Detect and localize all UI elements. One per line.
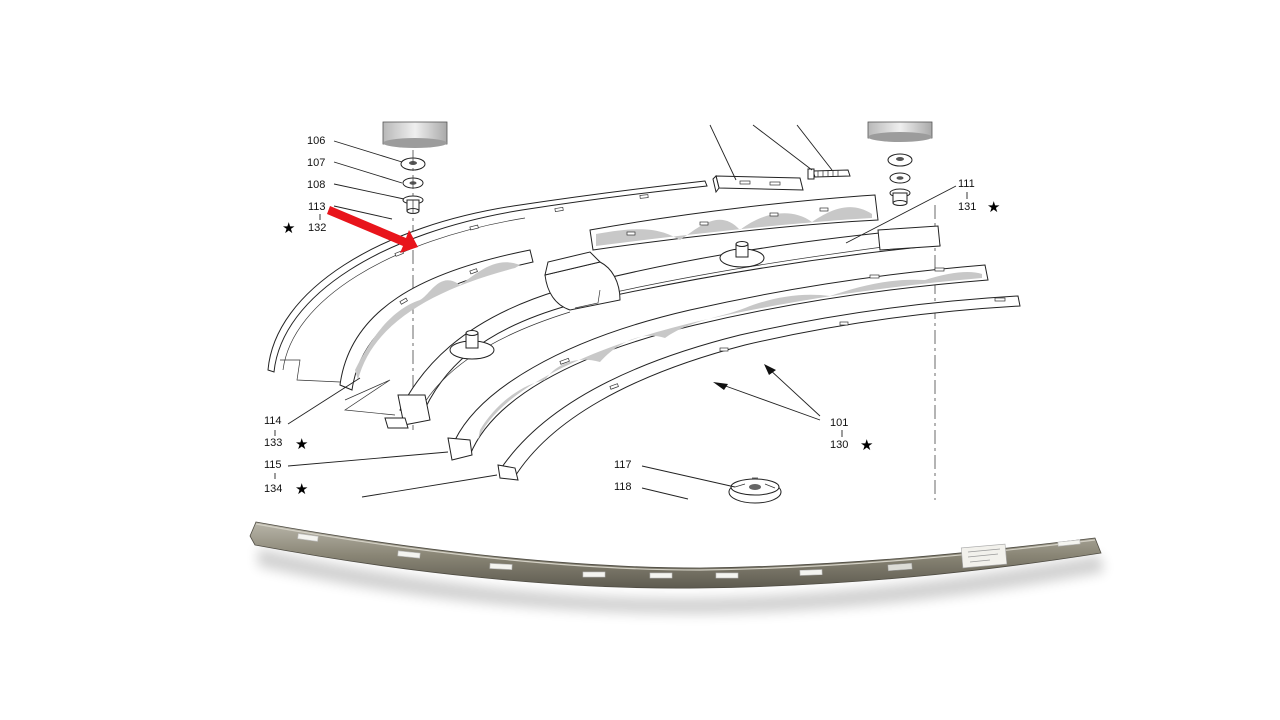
callout-labels: 106 107 108 113 132 ★ 111 131 ★ 114 133 … bbox=[264, 135, 1000, 498]
callout-132: 132 bbox=[308, 222, 326, 234]
callout-118: 118 bbox=[614, 481, 632, 493]
left-reinforcement bbox=[339, 249, 534, 391]
callout-114: 114 bbox=[264, 415, 282, 427]
knob-117 bbox=[728, 477, 782, 504]
center-housing bbox=[544, 251, 621, 311]
callout-133: 133 bbox=[264, 437, 282, 449]
boss-right bbox=[719, 241, 765, 268]
upper-reinforcement-111 bbox=[589, 194, 879, 251]
callout-101: 101 bbox=[830, 417, 848, 429]
star-130: ★ bbox=[860, 436, 873, 454]
callout-108: 108 bbox=[307, 179, 325, 191]
callout-107: 107 bbox=[307, 157, 325, 169]
right-grommet bbox=[889, 188, 911, 206]
part-photo bbox=[249, 521, 1104, 614]
callout-106: 106 bbox=[307, 135, 325, 147]
callout-115: 115 bbox=[264, 459, 282, 471]
star-134: ★ bbox=[295, 480, 308, 498]
screw bbox=[807, 168, 851, 180]
callout-134: 134 bbox=[264, 483, 282, 495]
star-132: ★ bbox=[282, 219, 295, 237]
clip-strip bbox=[712, 175, 804, 194]
callout-111: 111 bbox=[958, 178, 975, 190]
lower-reinforcement-114 bbox=[447, 264, 989, 461]
right-washer bbox=[887, 153, 913, 184]
red-pointer-arrow bbox=[327, 206, 418, 253]
callout-117: 117 bbox=[614, 459, 632, 471]
leader-lines bbox=[274, 124, 968, 500]
callout-113: 113 bbox=[308, 201, 326, 213]
main-bracket-beam bbox=[384, 225, 941, 429]
callout-131: 131 bbox=[958, 201, 976, 213]
left-mount-cap bbox=[382, 121, 448, 148]
callout-130: 130 bbox=[830, 439, 848, 451]
boss-left bbox=[449, 330, 495, 360]
lower-trim-strip-115 bbox=[497, 295, 1021, 481]
right-mount-cap bbox=[867, 121, 933, 142]
star-131: ★ bbox=[987, 198, 1000, 216]
star-133: ★ bbox=[295, 435, 308, 453]
